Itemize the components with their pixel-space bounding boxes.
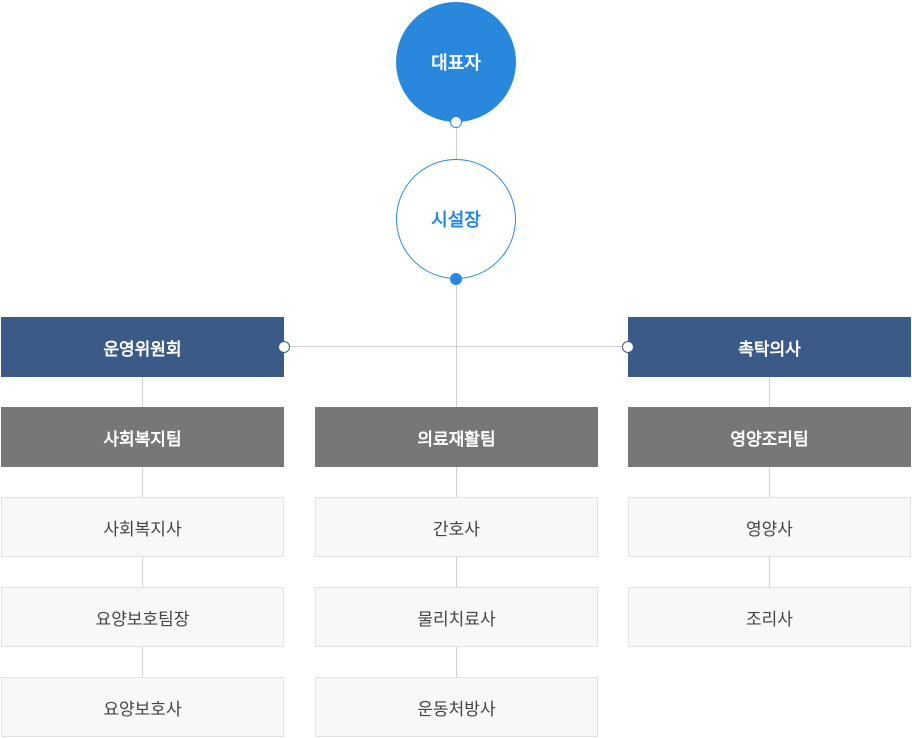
connector-col1-c	[142, 557, 143, 587]
connector-col2-a	[456, 467, 457, 497]
member-label: 운동처방사	[417, 699, 496, 720]
connector-col3-b	[769, 467, 770, 497]
member-label: 물리치료사	[417, 609, 496, 630]
member-box: 조리사	[628, 587, 911, 647]
connector-col1-b	[142, 467, 143, 497]
member-label: 요양보호팀장	[95, 609, 190, 630]
connector-director-trunk	[456, 279, 457, 467]
member-label: 영양사	[746, 519, 793, 540]
team-header-medical: 의료재활팀	[315, 407, 598, 467]
ceo-label: 대표자	[431, 53, 481, 74]
committee-box: 운영위원회	[1, 317, 284, 377]
connector-col1-a	[142, 377, 143, 407]
committee-label: 운영위원회	[103, 339, 182, 360]
team-label: 사회복지팀	[103, 429, 182, 450]
director-bottom-dot	[450, 273, 462, 285]
team-header-nutrition: 영양조리팀	[628, 407, 911, 467]
connector-col2-c	[456, 647, 457, 677]
member-box: 사회복지사	[1, 497, 284, 557]
ceo-node: 대표자	[396, 2, 516, 122]
member-label: 간호사	[433, 519, 480, 540]
director-node: 시설장	[396, 159, 516, 279]
member-label: 사회복지사	[103, 519, 182, 540]
member-label: 요양보호사	[103, 699, 182, 720]
member-box: 간호사	[315, 497, 598, 557]
doctor-label: 촉탁의사	[738, 339, 801, 360]
member-box: 물리치료사	[315, 587, 598, 647]
connector-col3-a	[769, 377, 770, 407]
connector-ceo-director	[456, 122, 457, 159]
connector-col1-d	[142, 647, 143, 677]
doctor-box: 촉탁의사	[628, 317, 911, 377]
connector-horizontal	[284, 346, 628, 347]
member-label: 조리사	[746, 609, 793, 630]
ceo-bottom-dot	[450, 116, 462, 128]
connector-col3-c	[769, 557, 770, 587]
director-label: 시설장	[431, 210, 481, 231]
member-box: 영양사	[628, 497, 911, 557]
team-label: 의료재활팀	[417, 429, 496, 450]
member-box: 운동처방사	[315, 677, 598, 737]
doctor-left-dot	[622, 341, 634, 353]
member-box: 요양보호팀장	[1, 587, 284, 647]
connector-col2-b	[456, 557, 457, 587]
committee-right-dot	[278, 341, 290, 353]
member-box: 요양보호사	[1, 677, 284, 737]
team-label: 영양조리팀	[730, 429, 809, 450]
team-header-welfare: 사회복지팀	[1, 407, 284, 467]
